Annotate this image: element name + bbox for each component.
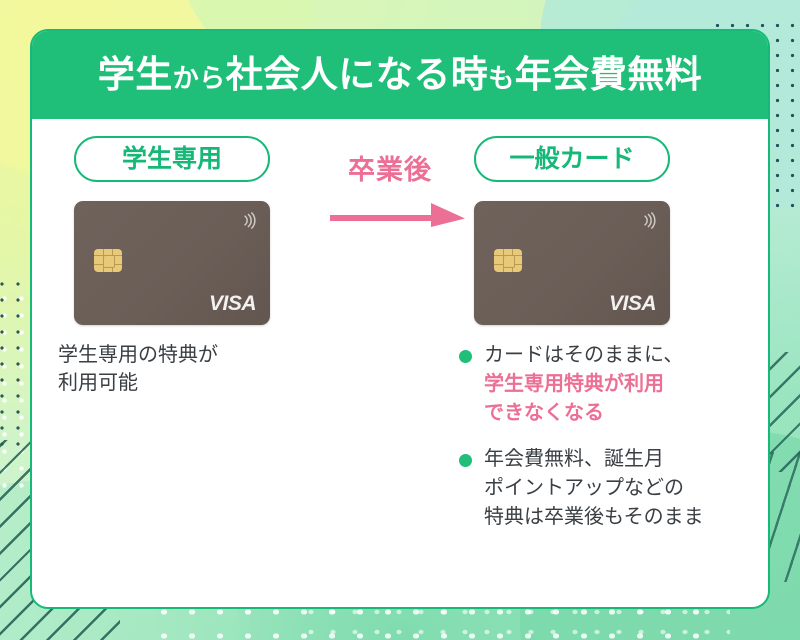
list-item: カードはそのままに、 学生専用特典が利用 できなくなる: [458, 341, 746, 428]
column-general: 一般カード VISA カ: [456, 119, 746, 532]
panel-body: 学生専用 VISA 学生専用の特典が 利用可能: [32, 119, 768, 605]
content-panel: 学生から社会人になる時も年会費無料 学生専用: [30, 29, 770, 609]
page-title-part-3: 社会人になる時: [225, 53, 489, 95]
credit-card-student: VISA: [74, 201, 270, 325]
page-title: 学生から社会人になる時も年会費無料: [98, 56, 703, 93]
page-title-part-5: 年会費無料: [514, 53, 703, 95]
list-item-text-plain: カードはそのままに、: [484, 344, 684, 366]
list-item-text-plain: 年会費無料、誕生月 ポイントアップなどの 特典は卒業後もそのまま: [484, 448, 704, 528]
page-title-part-4: も: [488, 62, 515, 93]
visa-logo: VISA: [608, 292, 657, 315]
badge-student: 学生専用: [74, 136, 270, 182]
benefit-list: カードはそのままに、 学生専用特典が利用 できなくなる 年会費無料、誕生月 ポイ…: [458, 341, 746, 532]
emv-chip-icon: [494, 249, 522, 272]
column-student: 学生専用 VISA 学生専用の特典が 利用可能: [56, 119, 316, 398]
contactless-icon: [644, 212, 656, 229]
list-item-text-highlight: 学生専用特典が利用 できなくなる: [484, 373, 664, 424]
badge-student-wrap: 学生専用: [56, 136, 288, 182]
bullet-dot-icon: [459, 350, 472, 363]
credit-card-general: VISA: [474, 201, 670, 325]
transition-arrow-group: 卒業後: [330, 157, 465, 257]
caption-student: 学生専用の特典が 利用可能: [58, 344, 218, 395]
badge-general: 一般カード: [474, 136, 670, 182]
arrow-label: 卒業後: [348, 155, 432, 185]
emv-chip-icon: [94, 249, 122, 272]
page-title-part-1: 学生: [97, 53, 173, 95]
bullet-dot-icon: [459, 454, 472, 467]
contactless-icon: [244, 212, 256, 229]
page-title-part-2: から: [172, 62, 226, 93]
visa-logo: VISA: [208, 292, 257, 315]
panel-header: 学生から社会人になる時も年会費無料: [32, 31, 768, 119]
arrow-right-icon: [330, 203, 465, 227]
list-item: 年会費無料、誕生月 ポイントアップなどの 特典は卒業後もそのまま: [458, 445, 746, 532]
badge-general-wrap: 一般カード: [456, 136, 688, 182]
